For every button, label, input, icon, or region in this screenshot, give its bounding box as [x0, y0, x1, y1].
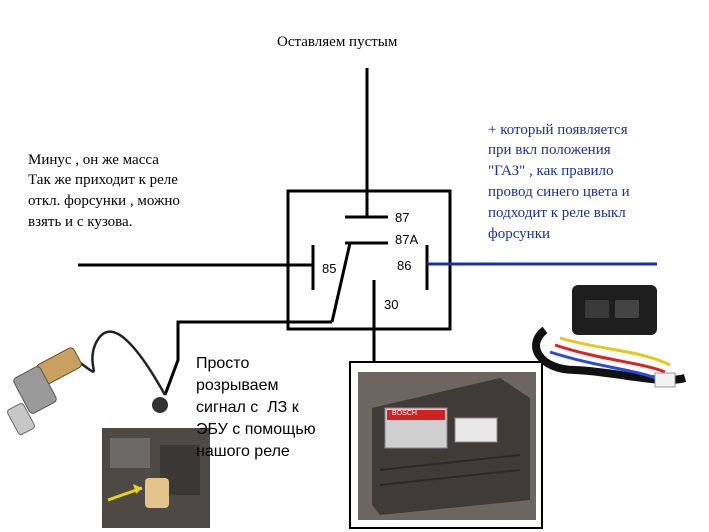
ecu-photo — [349, 361, 543, 529]
relay-box — [286, 189, 452, 331]
switch-blade — [330, 242, 352, 323]
pin-85-label: 85 — [322, 261, 337, 276]
gas-switch-photo — [532, 285, 687, 388]
top-label: Оставляем пустым — [277, 34, 398, 50]
right-note-line-4: провод синего цвета и — [488, 184, 630, 200]
pin-86-label: 86 — [397, 258, 412, 273]
engine-bay-photo — [102, 428, 210, 528]
bottom-note-line-2: розрываем — [196, 377, 279, 394]
left-note-line-3: откл. форсунки , можно — [28, 193, 180, 209]
bottom-note-line-1: Просто — [196, 355, 250, 372]
pin-30-label: 30 — [384, 297, 399, 312]
right-note-line-2: при вкл положения — [488, 142, 611, 158]
left-note-line-2: Так же приходит к реле — [28, 172, 178, 188]
right-note-line-6: форсунки — [488, 226, 551, 242]
right-note-line-1: + который появляется — [488, 122, 628, 138]
ecu-brand-label: BOSCH — [392, 410, 417, 417]
bottom-note-line-4: ЭБУ с помощью — [196, 421, 316, 438]
right-note-line-5: подходит к реле выкл — [488, 205, 626, 221]
lambda-sensor-image — [7, 330, 168, 436]
left-note-line-1: Минус , он же масса — [28, 152, 159, 168]
bottom-note-line-3: сигнал с ЛЗ к — [196, 399, 299, 416]
wire-sensor — [163, 320, 332, 396]
pin-87a-label: 87A — [395, 232, 419, 247]
pin-87-label: 87 — [395, 210, 410, 225]
left-note-line-4: взять и с кузова. — [28, 214, 133, 230]
right-note-line-3: "ГАЗ" , как правило — [488, 163, 614, 179]
bottom-note-line-5: нашого реле — [196, 443, 290, 460]
